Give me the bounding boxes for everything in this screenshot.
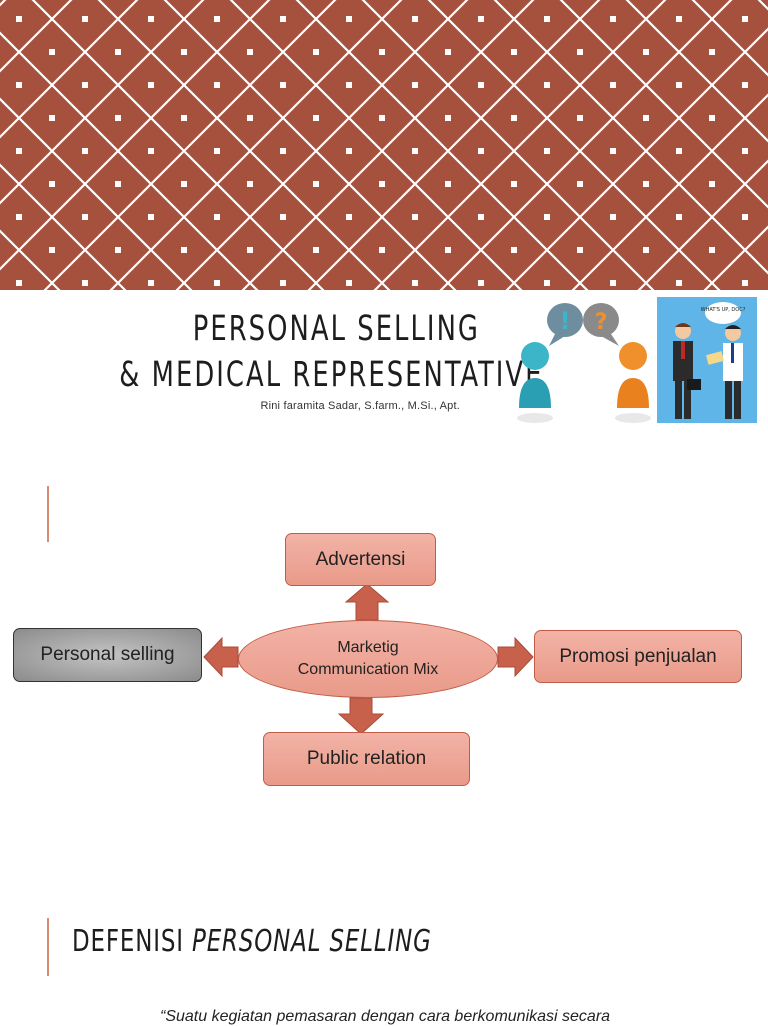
arrow-left-icon [203, 636, 239, 678]
accent-bar-slide2 [47, 486, 49, 542]
handshake-illustration-icon: WHAT'S UP, DOC? [657, 297, 757, 423]
slide-title-line1: PERSONAL SELLING [192, 309, 480, 349]
slide-title-line2: & MEDICAL REPRESENTATIVE [119, 355, 544, 395]
advertensi-box: Advertensi [285, 533, 436, 586]
author-name: Rini faramita Sadar, S.farm., M.Si., Apt… [260, 400, 460, 412]
definition-title-plain: DEFENISI [72, 924, 193, 959]
ellipse-line1: Marketig [337, 639, 399, 656]
arrow-down-icon [337, 697, 385, 735]
businessmen-illustration: WHAT'S UP, DOC? [657, 297, 757, 423]
arrow-right-icon [497, 636, 534, 678]
svg-text:?: ? [595, 310, 608, 335]
ellipse-line2: Communication Mix [297, 661, 439, 678]
personal-selling-box: Personal selling [13, 628, 202, 682]
public-relation-box: Public relation [263, 732, 470, 786]
definition-title: DEFENISI PERSONAL SELLING [72, 924, 432, 959]
accent-bar-slide3 [47, 918, 49, 976]
speech-bubble-text: WHAT'S UP, DOC? [701, 307, 746, 313]
diamond-pattern-banner [0, 0, 768, 290]
arrow-up-icon [344, 583, 390, 621]
communication-mix-diagram: Advertensi Personal selling Promosi penj… [0, 520, 768, 800]
title-block: PERSONAL SELLING & MEDICAL REPRESENTATIV… [40, 306, 544, 412]
definition-title-italic: PERSONAL SELLING [192, 924, 432, 959]
lattice-pattern-icon [0, 0, 768, 290]
people-question-icon: ! ? [517, 303, 651, 423]
promosi-penjualan-box: Promosi penjualan [534, 630, 742, 683]
marketing-communication-mix-ellipse: Marketig Communication Mix [238, 620, 498, 698]
definition-quote: “Suatu kegiatan pemasaran dengan cara be… [160, 1008, 611, 1025]
svg-text:!: ! [560, 307, 571, 335]
